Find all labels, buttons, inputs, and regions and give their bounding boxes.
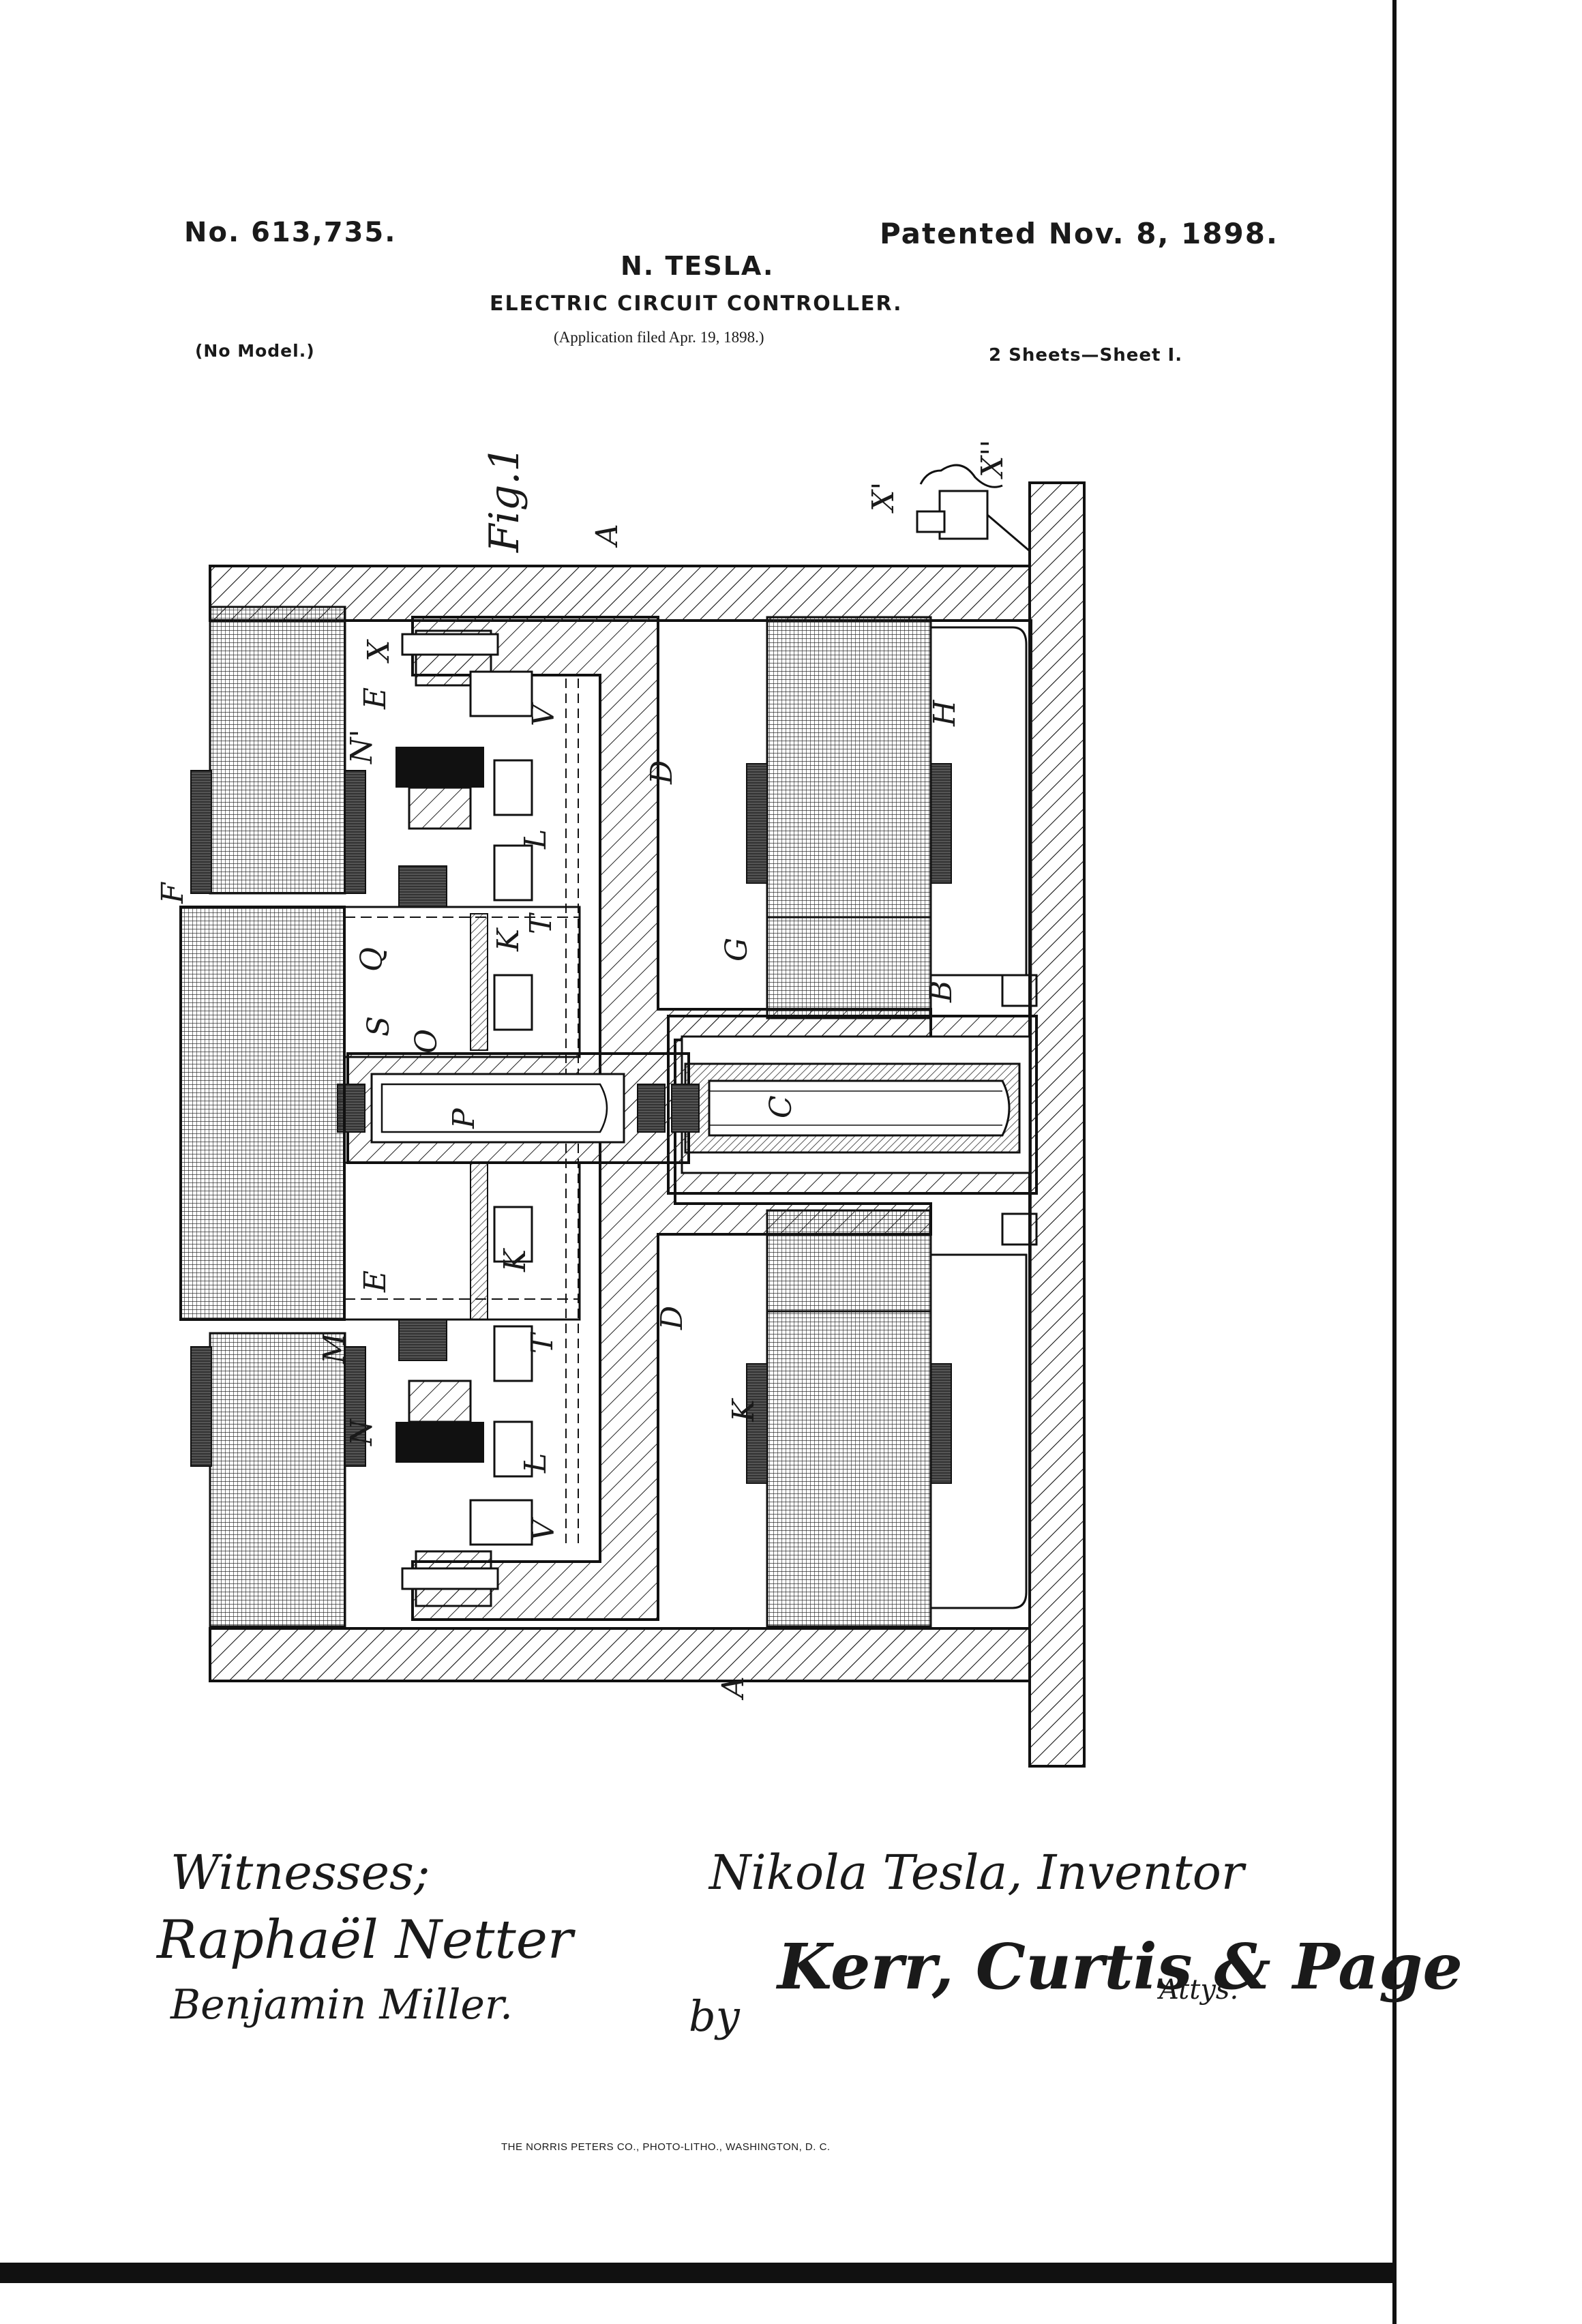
letter-c: C bbox=[764, 1095, 799, 1118]
inner-contacts bbox=[395, 633, 533, 1590]
letter-x-double-prime: X'' bbox=[975, 439, 1010, 479]
letter-p: P bbox=[447, 1107, 481, 1129]
letter-o: O bbox=[409, 1029, 444, 1054]
letter-g: G bbox=[719, 938, 754, 962]
fig-label: Fig.1 bbox=[481, 446, 528, 553]
letter-k-top: K bbox=[491, 927, 526, 952]
cap-q bbox=[179, 906, 581, 1321]
letter-e-bottom: E bbox=[358, 1270, 393, 1293]
witnesses-label: Witnesses; bbox=[170, 1845, 430, 1901]
letter-e-top: E bbox=[358, 687, 393, 710]
patent-date: Patented Nov. 8, 1898. bbox=[880, 217, 1279, 250]
letter-h: H bbox=[927, 699, 962, 727]
letter-a-top: A bbox=[590, 524, 625, 548]
letter-k-mid: K bbox=[498, 1248, 533, 1272]
central-shaft bbox=[337, 974, 1038, 1246]
witness-signature-2: Benjamin Miller. bbox=[170, 1981, 513, 2029]
letter-v-bottom: V bbox=[526, 1517, 561, 1541]
terminal-x bbox=[916, 464, 1030, 552]
letter-n-prime: N' bbox=[344, 729, 379, 764]
attorney-signature: Kerr, Curtis & Page bbox=[777, 1930, 1463, 2003]
letter-x: X bbox=[361, 639, 396, 664]
printer-credit: THE NORRIS PETERS CO., PHOTO-LITHO., WAS… bbox=[501, 2141, 831, 2153]
sheet-count: 2 Sheets—Sheet I. bbox=[989, 345, 1183, 366]
letter-m: M bbox=[317, 1332, 352, 1365]
inventor-name: N. TESLA. bbox=[621, 251, 775, 281]
attys-label: Attys. bbox=[1159, 1974, 1239, 2006]
letter-a-bottom: A bbox=[716, 1676, 751, 1701]
patent-number: No. 613,735. bbox=[184, 217, 397, 248]
patent-title: ELECTRIC CIRCUIT CONTROLLER. bbox=[490, 292, 903, 316]
letter-k-right: K bbox=[726, 1398, 761, 1422]
letter-d-top: D bbox=[644, 760, 679, 785]
letter-t-bottom: T bbox=[525, 1331, 560, 1354]
application-date: (Application filed Apr. 19, 1898.) bbox=[554, 329, 764, 346]
model-note: (No Model.) bbox=[195, 341, 315, 361]
figure-label-fig1: Fig.1 bbox=[481, 446, 528, 553]
letter-t-top: T bbox=[524, 912, 558, 934]
magnet-blocks-left bbox=[190, 606, 366, 1628]
letter-q: Q bbox=[355, 947, 389, 972]
reference-letters: A A B C D D E E F G H K K K L L M N N' O… bbox=[155, 439, 1010, 1701]
witness-signature-1: Raphaël Netter bbox=[157, 1909, 573, 1971]
field-magnets-h-g bbox=[746, 616, 1028, 1628]
letter-l-top: L bbox=[518, 829, 553, 850]
letter-b: B bbox=[924, 981, 959, 1003]
letter-d-bottom: D bbox=[655, 1306, 689, 1330]
inventor-signature: Nikola Tesla, Inventor bbox=[709, 1845, 1244, 1901]
letter-f: F bbox=[155, 882, 190, 904]
letter-l-bottom: L bbox=[518, 1453, 553, 1474]
letter-s: S bbox=[361, 1016, 396, 1037]
letter-x-prime: X' bbox=[866, 482, 901, 513]
by-label: by bbox=[689, 1991, 740, 2041]
letter-v-top: V bbox=[526, 702, 561, 726]
letter-n: N bbox=[344, 1418, 379, 1446]
